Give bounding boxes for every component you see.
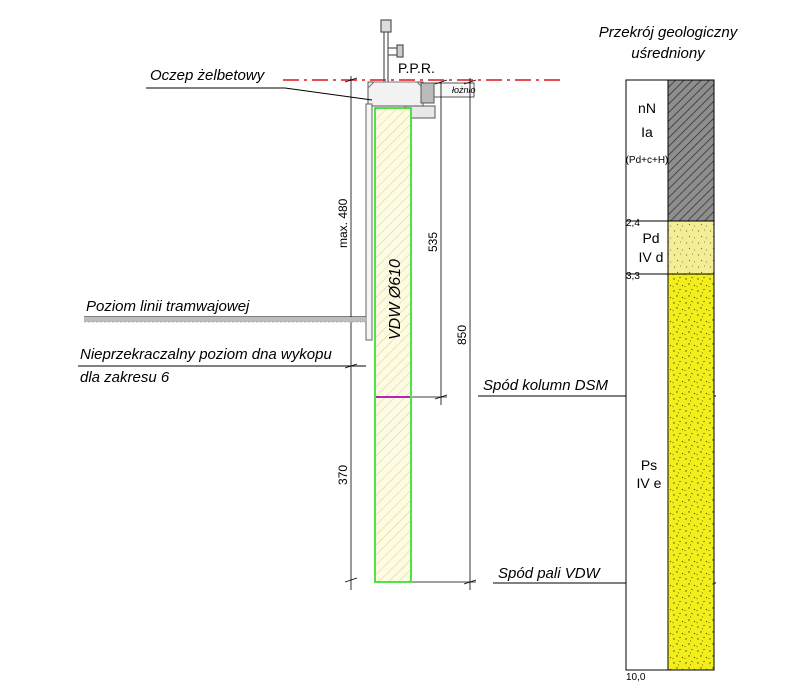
dim-370-label: 370 [336, 465, 350, 485]
layer-nN-class: Ia [641, 124, 653, 140]
pile-bottom-label: Spód pali VDW [498, 565, 602, 582]
depth-3-3: 3,3 [626, 271, 640, 282]
excavation-label-2: dla zakresu 6 [80, 369, 170, 386]
sheet-wall [365, 103, 373, 341]
dim-max480 [344, 76, 358, 590]
depth-2-4: 2,4 [626, 218, 640, 229]
pile-name: VDW Ø610 [387, 259, 404, 340]
cap-label: Oczep żelbetowy [150, 67, 266, 84]
layer-Ps-fill [667, 273, 715, 671]
dim-535-label: 535 [426, 232, 440, 252]
cap-leader [146, 87, 373, 101]
layer-Ps-class: IV e [637, 475, 662, 491]
dim-850-label: 850 [455, 325, 469, 345]
column-bottom-label: Spód kolumn DSM [483, 377, 609, 394]
barrier-icon [380, 19, 404, 83]
excavation-label-1: Nieprzekraczalny poziom dna wykopu [80, 346, 332, 363]
dim-max480-label: max. 480 [336, 198, 350, 248]
layer-Ps-code: Ps [641, 457, 657, 473]
dim-850 [412, 78, 477, 590]
dim-535 [412, 79, 448, 405]
layer-nN-note: (Pd+c+H) [626, 155, 669, 166]
small-tag: łożnio [452, 85, 476, 95]
profile-title-1: Przekrój geologiczny [599, 24, 739, 41]
layer-nN-code: nN [638, 100, 656, 116]
depth-10-0: 10,0 [626, 672, 646, 683]
tram-level-label: Poziom linii tramwajowej [86, 298, 250, 315]
layer-Pd-class: IV d [639, 249, 664, 265]
layer-nN-fill [667, 79, 715, 222]
layer-Pd-code: Pd [642, 230, 659, 246]
layer-Pd-fill [667, 220, 715, 275]
profile-label-column [625, 79, 669, 671]
tram-ground [84, 316, 366, 323]
vdw-pile [374, 107, 412, 583]
reinforced-cap [367, 81, 475, 119]
ppr-label: P.P.R. [398, 60, 435, 76]
profile-title-2: uśredniony [631, 45, 706, 62]
